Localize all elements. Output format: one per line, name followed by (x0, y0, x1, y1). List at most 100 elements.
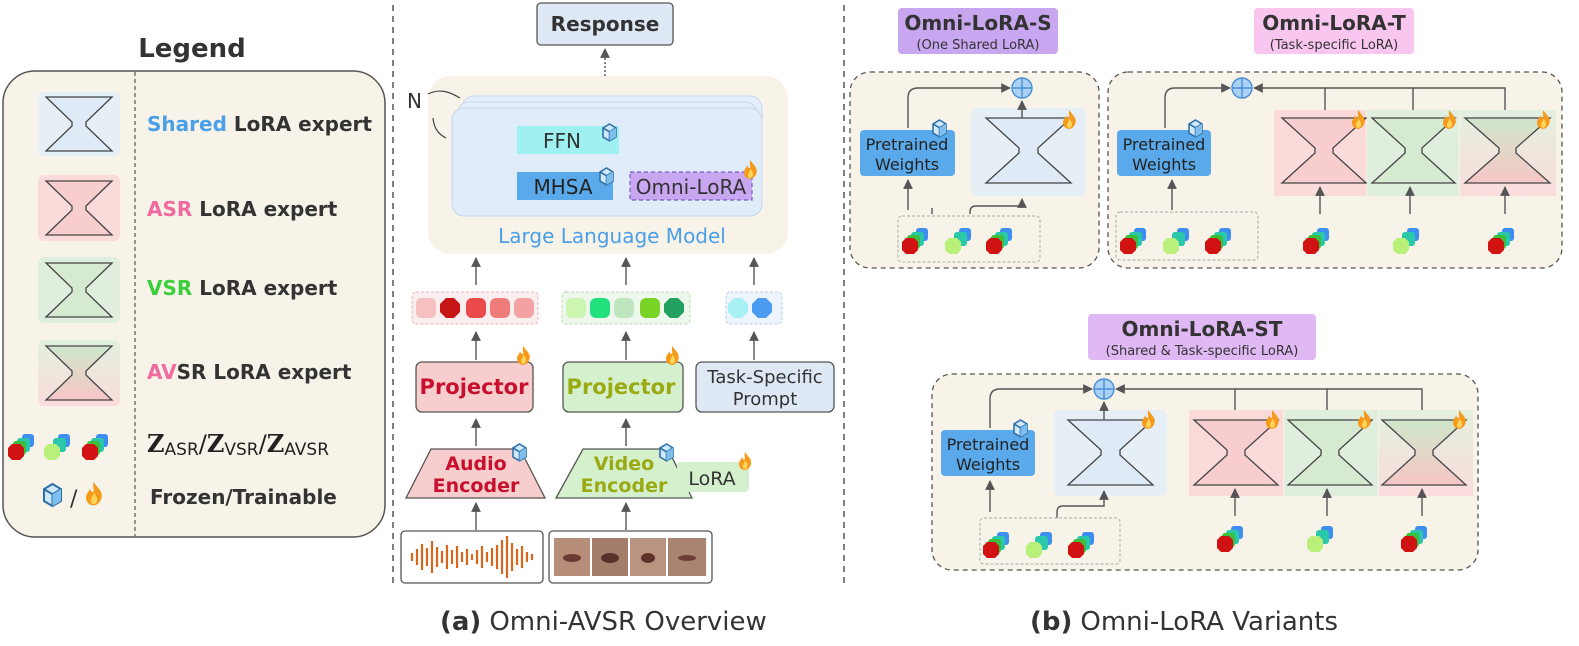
st-pretrained-box (941, 430, 1035, 476)
vsr-lora-legend-icon (38, 257, 120, 323)
st-shared-lora-hourglass (1066, 419, 1155, 486)
shared-lora-legend-icon (38, 92, 120, 156)
cube-icon (602, 123, 617, 142)
slash-1: / (199, 430, 208, 458)
s-pretrained-line1: Pretrained (866, 135, 949, 154)
video-projector (562, 361, 684, 413)
caption-b-label: (b) (1030, 607, 1072, 637)
st-subtitle: (Shared & Task-specific LoRA) (1106, 344, 1299, 359)
waveform-icon (410, 536, 534, 578)
s-pretrained-line2: Weights (875, 155, 939, 174)
cube-icon (1188, 119, 1203, 138)
n-label: N (407, 89, 422, 113)
flame-icon (739, 452, 752, 470)
cube-icon (599, 167, 614, 186)
svg-text:ZASR/ZVSR/ZAVSR: ZASR/ZVSR/ZAVSR (147, 429, 329, 460)
t-vsr-lora-hourglass (1370, 117, 1457, 184)
z-asr-sub: ASR (165, 440, 199, 460)
legend-vsr-colored: VSR (147, 276, 192, 300)
task-prompt-line1: Task-Specific (706, 367, 822, 388)
s-pretrained-box (860, 130, 955, 176)
audio-token-row (411, 291, 539, 325)
audio-encoder (404, 448, 547, 499)
legend-asr-colored: ASR (147, 197, 192, 221)
video-encoder-line2: Encoder (581, 475, 668, 497)
legend-avsr-rest: SR LoRA expert (177, 360, 352, 384)
legend-vsr-rest: LoRA expert (192, 276, 337, 300)
s-subtitle: (One Shared LoRA) (916, 38, 1039, 53)
flame-icon (517, 346, 530, 365)
video-frames (554, 538, 706, 576)
ffn-box (517, 126, 619, 154)
video-projector-label: Projector (567, 375, 677, 399)
t-pretrained-box (1117, 130, 1211, 176)
prompt-token-row (725, 291, 783, 325)
s-title-box (898, 8, 1058, 54)
svg-text:AVSR LoRA expert: AVSR LoRA expert (147, 360, 352, 384)
st-pretrained-line1: Pretrained (947, 435, 1030, 454)
legend-slash: / (70, 487, 78, 512)
svg-text:ASR LoRA expert: ASR LoRA expert (147, 197, 338, 221)
t-pretrained-line1: Pretrained (1123, 135, 1206, 154)
svg-text:Shared LoRA expert: Shared LoRA expert (147, 112, 372, 136)
response-label: Response (551, 12, 660, 36)
st-title-box (1088, 314, 1316, 360)
cube-icon (512, 443, 527, 462)
cube-icon (932, 119, 947, 138)
st-asr-lora-hourglass (1192, 419, 1280, 486)
z-symbol-2: Z (207, 429, 225, 458)
flame-icon (666, 346, 679, 365)
slash-2: / (259, 430, 268, 458)
z-vsr-sub: VSR (224, 440, 258, 460)
st-title: Omni-LoRA-ST (1122, 317, 1283, 341)
llm-label: Large Language Model (498, 224, 726, 248)
cube-icon (42, 482, 63, 508)
legend-asr-rest: LoRA expert (192, 197, 337, 221)
svg-text:VSR LoRA expert: VSR LoRA expert (147, 276, 338, 300)
svg-text:(b)Omni-LoRA Variants: (b) Omni-LoRA Variants (1030, 607, 1338, 637)
legend-shared-colored: Shared (147, 112, 227, 136)
omni-lora-box (629, 171, 753, 201)
cube-icon (659, 443, 674, 462)
legend-avsr-colored: AV (147, 360, 177, 384)
mhsa-label: MHSA (533, 175, 592, 199)
task-prompt-line2: Prompt (733, 389, 798, 410)
mhsa-box (517, 172, 613, 200)
asr-lora-legend-icon (38, 175, 120, 241)
audio-projector-label: Projector (420, 375, 530, 399)
z-symbol-1: Z (147, 429, 165, 458)
st-avsr-lora-hourglass (1380, 419, 1468, 486)
t-pretrained-line2: Weights (1132, 155, 1196, 174)
t-subtitle: (Task-specific LoRA) (1270, 38, 1399, 53)
legend-frozen-trainable: Frozen/Trainable (150, 485, 337, 509)
st-pretrained-line2: Weights (956, 455, 1020, 474)
legend-shared-rest: LoRA expert (227, 112, 372, 136)
t-title: Omni-LoRA-T (1262, 11, 1406, 35)
video-token-row (561, 291, 691, 325)
avsr-lora-legend-icon (38, 340, 120, 406)
z-symbol-3: Z (267, 429, 285, 458)
task-prompt-box (695, 361, 835, 413)
s-shared-lora-hourglass (984, 117, 1073, 184)
video-encoder (554, 448, 694, 499)
audio-encoder-line1: Audio (445, 453, 506, 475)
t-title-box (1254, 8, 1414, 54)
caption-a-label: (a) (440, 607, 481, 637)
response-box (536, 2, 674, 46)
z-avsr-sub: AVSR (284, 440, 329, 460)
omni-lora-label: Omni-LoRA (636, 175, 747, 199)
video-encoder-line1: Video (594, 453, 654, 475)
lora-label: LoRA (688, 468, 735, 490)
audio-projector (415, 361, 534, 413)
lora-box (677, 462, 749, 492)
svg-text:(a)Omni-AVSR Overview: (a)Omni-AVSR Overview (440, 607, 767, 637)
ffn-label: FFN (543, 129, 581, 153)
caption-b-text: Omni-LoRA Variants (1080, 607, 1338, 637)
t-avsr-lora-hourglass (1463, 117, 1552, 184)
legend-title: Legend (138, 34, 246, 64)
s-title: Omni-LoRA-S (904, 11, 1051, 35)
st-vsr-lora-hourglass (1286, 419, 1374, 486)
audio-encoder-line2: Encoder (433, 475, 520, 497)
cube-icon (1013, 419, 1028, 438)
